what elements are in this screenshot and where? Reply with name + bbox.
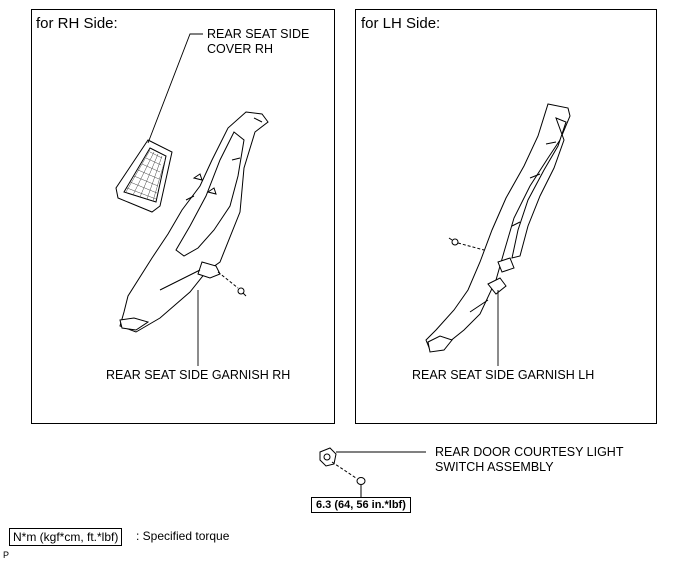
cover-rh-leader xyxy=(147,33,203,144)
courtesy-light-switch-drawing xyxy=(319,447,366,497)
switch-label-line2: SWITCH ASSEMBLY xyxy=(435,460,554,474)
legend-unit-box: N*m (kgf*cm, ft.*lbf) xyxy=(9,528,123,546)
switch-label-line1: REAR DOOR COURTESY LIGHT xyxy=(435,445,624,459)
rh-clip-drawing xyxy=(217,271,247,297)
garnish-lh-label: REAR SEAT SIDE GARNISH LH xyxy=(412,368,595,382)
legend-description: : Specified torque xyxy=(136,529,230,543)
cover-rh-label-line2: COVER RH xyxy=(207,42,273,56)
rear-seat-side-garnish-rh-drawing xyxy=(119,111,269,333)
lh-panel-title: for LH Side: xyxy=(361,15,441,32)
garnish-rh-label: REAR SEAT SIDE GARNISH RH xyxy=(106,368,291,382)
torque-value-box: 6.3 (64, 56 in.*lbf) xyxy=(311,497,411,513)
rh-panel-title: for RH Side: xyxy=(36,15,118,32)
cover-rh-label-line1: REAR SEAT SIDE xyxy=(207,27,310,41)
corner-mark: P xyxy=(3,550,10,560)
lh-clip-drawing xyxy=(448,237,485,251)
rear-seat-side-garnish-lh-drawing xyxy=(425,103,571,353)
rear-seat-side-cover-rh-drawing xyxy=(115,139,173,213)
lh-side-panel: for LH Side: xyxy=(355,9,657,424)
